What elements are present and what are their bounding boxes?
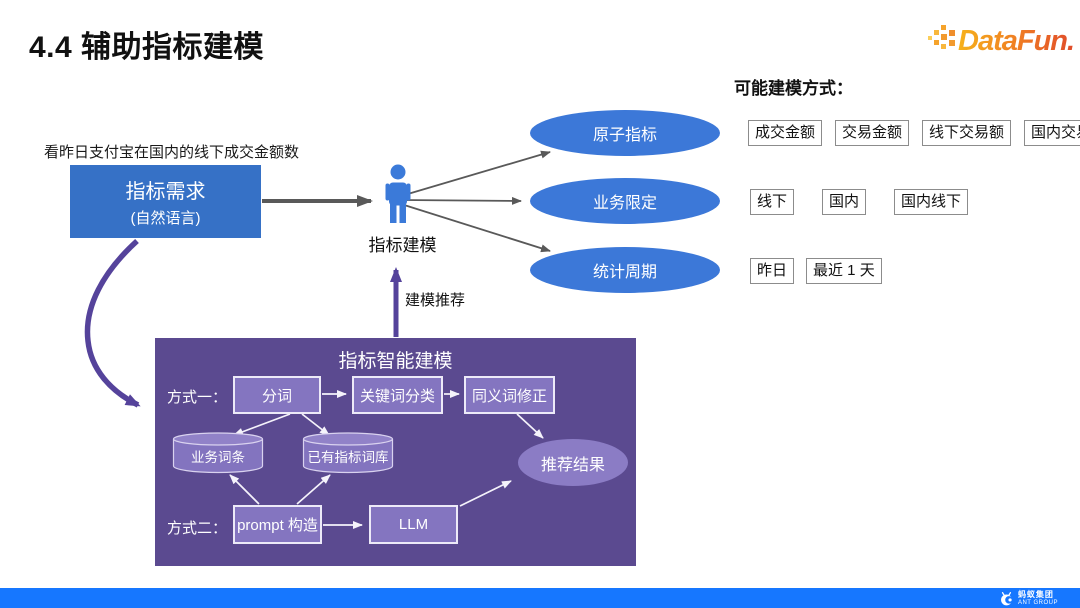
datafun-wordmark: DataFun. [958,25,1075,57]
ant-group-wordmark: 蚂蚁集团 ANT GROUP [1017,589,1058,606]
output-ellipse-period: 统计周期 [530,247,720,293]
option-box: 成交金额 [748,120,823,146]
options-row-atomic: 成交金额 交易金额 线下交易额 国内交易额 [748,120,1080,146]
option-box: 昨日 [750,258,795,284]
engine-title: 指标智能建模 [338,351,453,372]
store-label: 业务词条 [191,450,245,465]
options-row-business: 线下 国内 国内线下 [750,189,969,215]
ant-group-cn: 蚂蚁集团 [1017,589,1054,599]
option-box: 国内 [822,189,867,215]
arrow-person-to-business [400,196,522,205]
cylinder-icon [172,432,264,474]
result-ellipse: 推荐结果 [518,439,628,486]
person-icon [385,164,411,223]
method1-label: 方式一： [167,389,228,406]
requirement-box: 指标需求 (自然语言) [70,165,261,238]
options-header: 可能建模方式： [734,79,853,98]
ant-icon [1001,591,1013,605]
store-business-terms: 业务词条 [172,432,264,476]
datafun-logo: DataFun. [928,22,1075,61]
store-label: 已有指标词库 [307,450,389,465]
step-llm: LLM [369,505,458,544]
step-prompt-build: prompt 构造 [233,505,322,544]
datafun-pixels-icon [928,22,958,61]
option-box: 国内线下 [894,189,969,215]
page-title: 4.4 辅助指标建模 [29,31,265,64]
store-existing-indicators: 已有指标词库 [302,432,394,476]
step-keyword-classify: 关键词分类 [352,376,443,414]
ant-group-en: ANT GROUP [1017,599,1058,606]
requirement-subtitle: (自然语言) [130,210,201,227]
option-box: 线下交易额 [922,120,1012,146]
option-box: 交易金额 [835,120,910,146]
option-box: 国内交易额 [1024,120,1080,146]
output-ellipse-business: 业务限定 [530,178,720,224]
person-label: 指标建模 [368,236,437,255]
option-box: 线下 [750,189,795,215]
options-row-period: 昨日 最近 1 天 [750,258,882,284]
requirement-title: 指标需求 [125,181,206,203]
arrow-requirement-to-engine [84,238,141,408]
ant-group-logo: 蚂蚁集团 ANT GROUP [999,589,1058,606]
step-synonym-fix: 同义词修正 [464,376,555,414]
footer-bar: 蚂蚁集团 ANT GROUP [0,588,1080,608]
option-box: 最近 1 天 [806,258,882,284]
feedback-arrow-label: 建模推荐 [405,292,466,309]
output-ellipse-atomic: 原子指标 [530,110,720,156]
step-segmentation: 分词 [233,376,321,414]
arrow-person-to-atomic [400,150,551,197]
query-annotation: 看昨日支付宝在国内的线下成交金额数 [44,144,300,161]
method2-label: 方式二： [167,520,228,537]
cylinder-icon [302,432,394,474]
